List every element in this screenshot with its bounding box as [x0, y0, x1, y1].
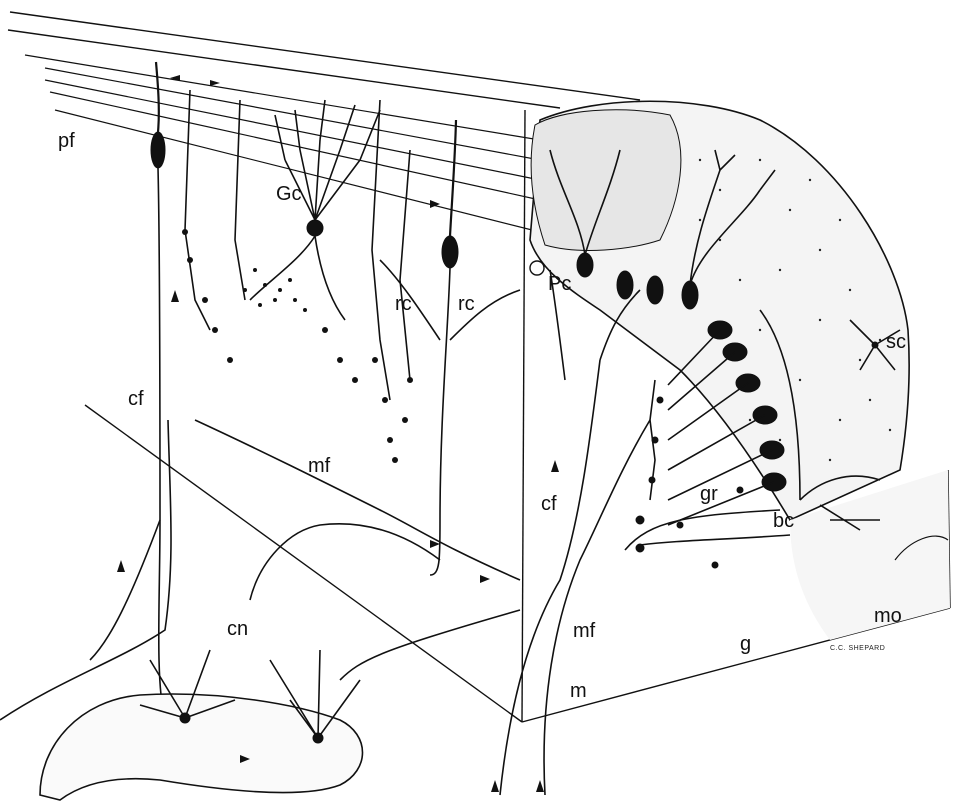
cerebellar-nuclei: [40, 610, 520, 800]
label-sc: sc: [886, 331, 906, 353]
mid-purkinje-cell: [430, 120, 458, 575]
mossy-fiber-left: [195, 420, 520, 600]
label-gc: Gc: [276, 183, 302, 205]
label-mo: mo: [874, 605, 902, 627]
label-mf-left: mf: [308, 455, 331, 477]
label-mf-right: mf: [573, 620, 596, 642]
label-pc: Pc: [548, 273, 571, 295]
label-m: m: [570, 680, 587, 702]
artist-signature: C.C. SHEPARD: [830, 645, 885, 652]
parallel-fibers: [25, 55, 540, 232]
golgi-cell: [243, 100, 380, 320]
label-g: g: [740, 633, 751, 655]
label-gr: gr: [700, 483, 718, 505]
label-cn: cn: [227, 618, 248, 640]
climbing-fiber-left: [0, 290, 179, 720]
label-rc-left: rc: [395, 293, 412, 315]
left-purkinje-cell: [151, 62, 165, 720]
label-rc-right: rc: [458, 293, 475, 315]
label-pf: pf: [58, 130, 75, 152]
label-cf-right: cf: [541, 493, 557, 515]
label-cf-left: cf: [128, 388, 144, 410]
label-bc: bc: [773, 510, 794, 532]
